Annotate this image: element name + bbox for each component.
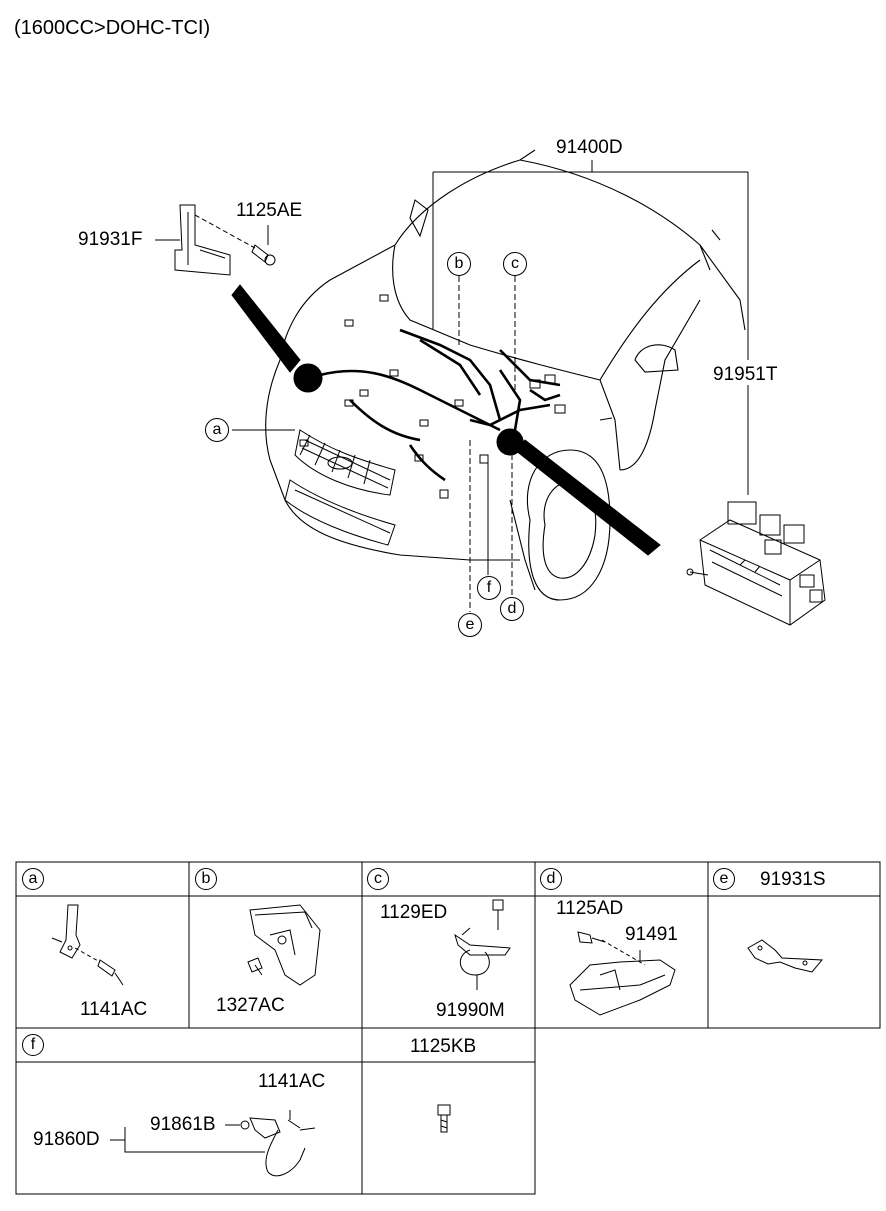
harness-connectors <box>299 294 566 499</box>
callout-c[interactable]: c <box>503 252 527 276</box>
detail-1125kb-drawing <box>437 1104 451 1133</box>
detail-c-drawing <box>454 899 511 990</box>
part-label-91400d[interactable]: 91400D <box>556 137 623 158</box>
harness-band-right <box>514 439 661 556</box>
table-title-e[interactable]: 91931S <box>760 869 826 890</box>
detail-table-grid <box>15 861 881 1195</box>
grille <box>284 429 396 546</box>
callout-a[interactable]: a <box>205 418 229 442</box>
harness-connector-left <box>293 363 323 393</box>
bracket-91931f-drawing <box>155 204 276 276</box>
car-body-outline <box>265 149 746 601</box>
detail-d-drawing <box>569 931 676 1016</box>
engine-spec-heading: (1600CC>DOHC-TCI) <box>14 17 211 39</box>
part-label-1141ac-f[interactable]: 1141AC <box>258 1071 326 1092</box>
table-letter-b: b <box>195 868 217 890</box>
junction-box-91951t-drawing <box>686 501 826 626</box>
callout-f[interactable]: f <box>477 576 501 600</box>
part-label-91951t[interactable]: 91951T <box>713 364 778 385</box>
callout-b[interactable]: b <box>447 252 471 276</box>
table-letter-d: d <box>540 868 562 890</box>
table-letter-a: a <box>22 868 44 890</box>
part-label-1125ad[interactable]: 1125AD <box>556 898 624 919</box>
table-letter-c: c <box>367 868 389 890</box>
table-letter-f: f <box>22 1034 44 1056</box>
part-label-91860d[interactable]: 91860D <box>33 1129 100 1150</box>
callout-leaders <box>232 276 516 612</box>
callout-d[interactable]: d <box>500 597 524 621</box>
part-label-1125ae[interactable]: 1125AE <box>236 200 303 221</box>
part-label-1129ed[interactable]: 1129ED <box>380 902 448 923</box>
part-label-91931f[interactable]: 91931F <box>78 229 143 250</box>
part-label-1327ac[interactable]: 1327AC <box>216 995 285 1016</box>
detail-e-drawing <box>747 939 824 973</box>
detail-f-drawing <box>110 1110 316 1177</box>
detail-a-drawing <box>51 904 124 986</box>
part-label-91491[interactable]: 91491 <box>625 924 678 945</box>
part-label-91861b[interactable]: 91861B <box>150 1114 216 1135</box>
part-label-91990m[interactable]: 91990M <box>436 1000 505 1021</box>
leader-91400d <box>432 160 749 495</box>
callout-e[interactable]: e <box>458 613 482 637</box>
table-letter-e: e <box>713 868 735 890</box>
detail-b-drawing <box>247 904 321 986</box>
part-label-1141ac-a[interactable]: 1141AC <box>80 999 148 1020</box>
table-title-1125kb[interactable]: 1125KB <box>410 1036 477 1057</box>
harness-connector-right <box>496 428 524 456</box>
harness-band-left <box>231 284 301 373</box>
